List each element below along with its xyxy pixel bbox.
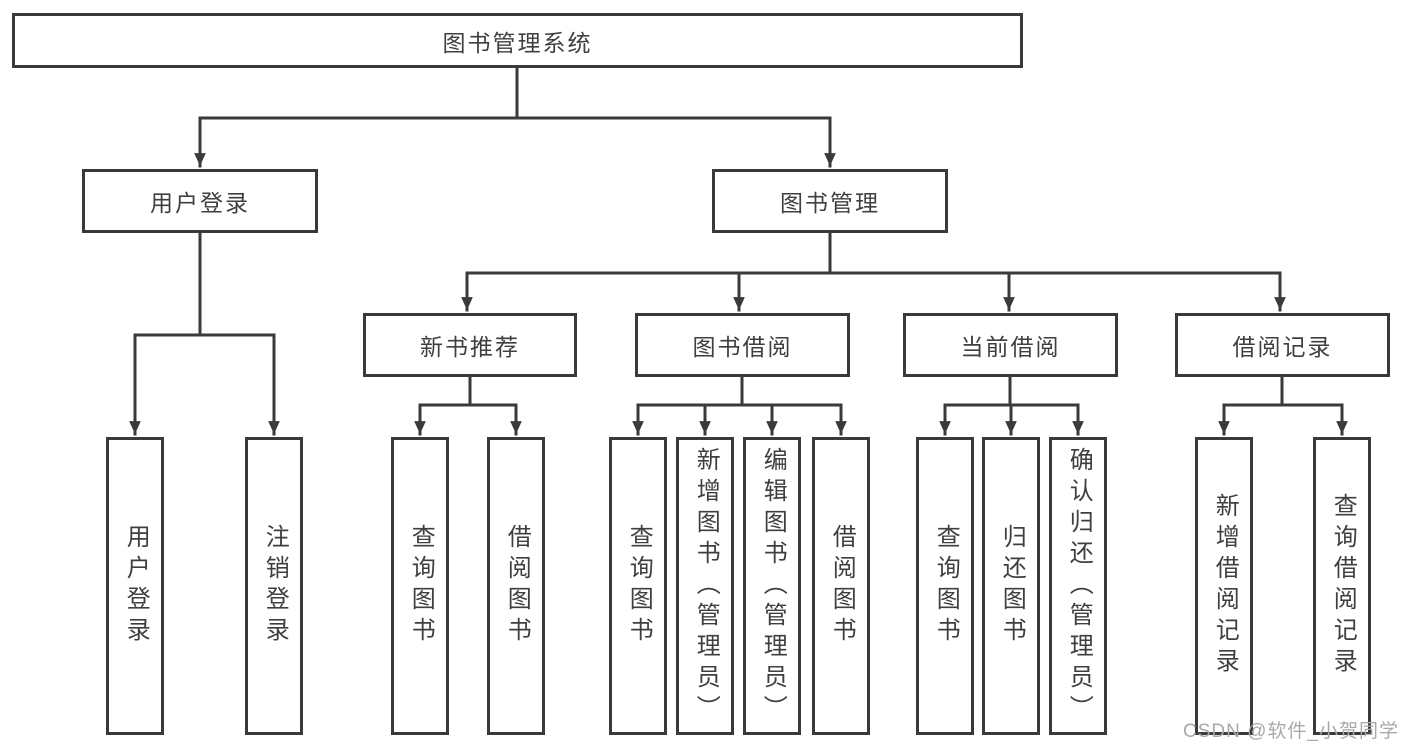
leaf-borrow-books-borrowing: 借阅图书: [812, 437, 870, 735]
connector-user-login-trunk: [133, 231, 276, 337]
connector-book-management-trunk: [465, 231, 1282, 275]
node-new-book-recommend: 新书推荐: [363, 313, 577, 377]
node-new-book-recommend-label: 新书推荐: [420, 334, 520, 360]
node-book-borrowing-label: 图书借阅: [692, 334, 793, 360]
connector-root-trunk: [198, 66, 832, 120]
leaf-add-books-admin: 新增图书（管理员）: [676, 437, 734, 735]
node-current-borrowing: 当前借阅: [903, 313, 1118, 377]
leaf-borrow-books-recommend: 借阅图书: [487, 437, 545, 735]
node-current-borrowing-label: 当前借阅: [960, 334, 1061, 360]
node-user-login: 用户登录: [82, 169, 318, 233]
connector-book-borrowing-trunk: [636, 375, 843, 407]
leaf-query-books-recommend: 查询图书: [391, 437, 449, 735]
leaf-query-borrow-record-label: 查询借阅记录: [1329, 493, 1357, 679]
leaf-edit-books-admin: 编辑图书（管理员）: [743, 437, 801, 735]
leaf-query-books-current: 查询图书: [916, 437, 974, 735]
leaf-borrow-books-recommend-label: 借阅图书: [503, 524, 531, 648]
node-root-label: 图书管理系统: [442, 29, 593, 56]
node-borrowing-records: 借阅记录: [1175, 313, 1390, 377]
node-book-management-label: 图书管理: [780, 190, 880, 216]
connector-new-book-recommend-trunk: [418, 375, 518, 407]
connector-borrowing-records-trunk: [1222, 375, 1344, 407]
leaf-user-login-label: 用户登录: [122, 524, 150, 648]
node-root-system: 图书管理系统: [12, 13, 1023, 68]
leaf-return-books-label: 归还图书: [998, 524, 1026, 648]
leaf-query-books-recommend-label: 查询图书: [407, 524, 435, 648]
leaf-add-books-admin-label: 新增图书（管理员）: [692, 446, 720, 726]
leaf-add-borrow-record: 新增借阅记录: [1195, 437, 1253, 735]
node-borrowing-records-label: 借阅记录: [1232, 334, 1333, 360]
leaf-logout-label: 注销登录: [261, 524, 289, 648]
leaf-logout: 注销登录: [245, 437, 303, 735]
leaf-query-books-current-label: 查询图书: [932, 524, 960, 648]
leaf-confirm-return-admin-label: 确认归还（管理员）: [1065, 446, 1093, 726]
leaf-user-login: 用户登录: [106, 437, 164, 735]
leaf-query-books-borrowing: 查询图书: [609, 437, 667, 735]
csdn-watermark: CSDN @软件_小贺同学: [1183, 721, 1399, 742]
connector-current-borrowing-trunk: [943, 375, 1080, 407]
node-book-management: 图书管理: [712, 169, 948, 233]
node-user-login-label: 用户登录: [150, 190, 250, 216]
leaf-query-borrow-record: 查询借阅记录: [1313, 437, 1371, 735]
leaf-return-books: 归还图书: [982, 437, 1040, 735]
leaf-borrow-books-borrowing-label: 借阅图书: [828, 524, 856, 648]
leaf-query-books-borrowing-label: 查询图书: [625, 524, 653, 648]
node-book-borrowing: 图书借阅: [635, 313, 850, 377]
leaf-edit-books-admin-label: 编辑图书（管理员）: [759, 446, 787, 726]
leaf-add-borrow-record-label: 新增借阅记录: [1211, 493, 1239, 679]
leaf-confirm-return-admin: 确认归还（管理员）: [1049, 437, 1107, 735]
